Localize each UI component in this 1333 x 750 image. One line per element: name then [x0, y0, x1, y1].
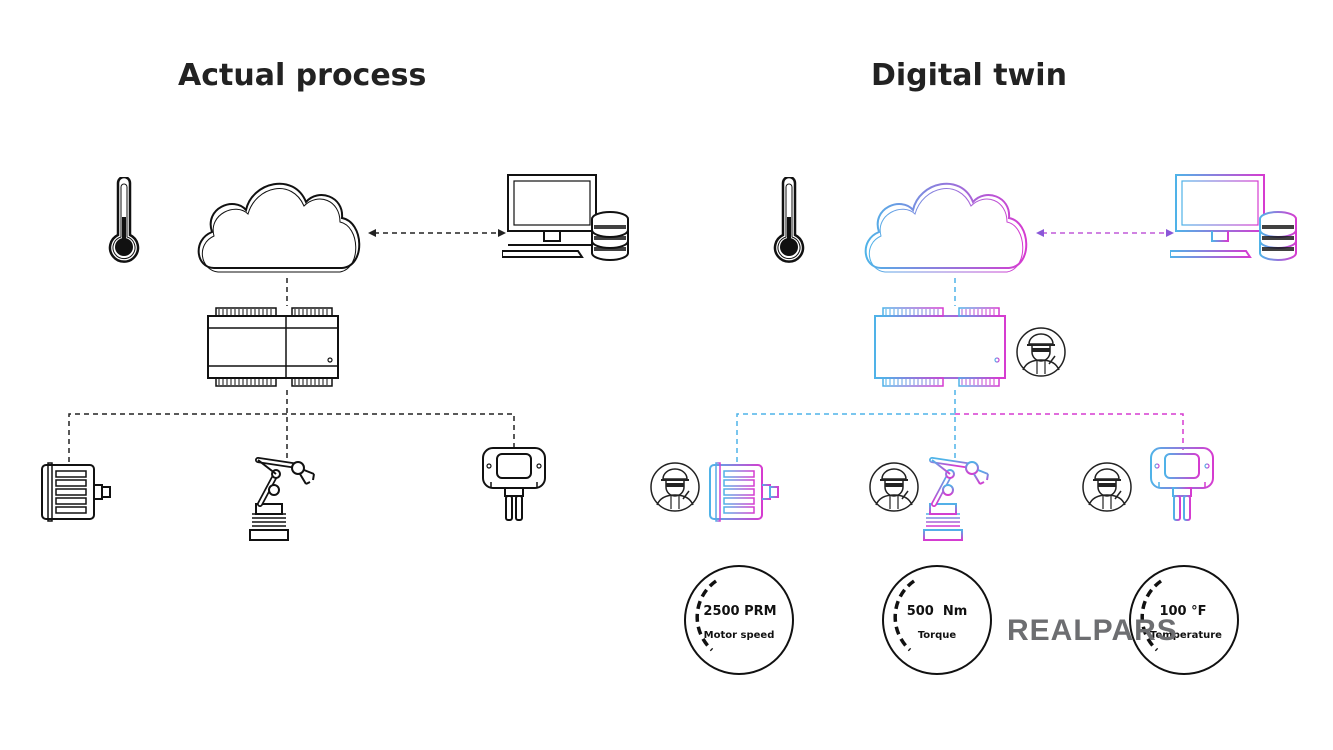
twin-cloud-icon — [864, 182, 1028, 273]
worker-icon — [1016, 327, 1066, 377]
fieldbus-connection — [68, 390, 515, 462]
worker-icon — [1082, 462, 1132, 512]
gauge-value: 2500 PRM — [703, 604, 776, 619]
twin-fieldbus-connection — [736, 390, 1184, 462]
twin-robot-arm-icon — [924, 460, 988, 540]
twin-plc-icon — [874, 307, 1006, 387]
twin-cloud-computer-connection — [1036, 229, 1174, 237]
cloud-computer-connection — [368, 229, 506, 237]
computer-icon — [502, 174, 629, 261]
gauge-label: Motor speed — [704, 630, 775, 641]
actual-process-diagram — [41, 174, 629, 540]
motor-icon — [41, 462, 111, 522]
actual-process-title: Actual process — [178, 58, 427, 93]
plc-icon — [207, 307, 339, 387]
twin-computer-icon — [1170, 174, 1297, 261]
worker-icon — [869, 462, 919, 512]
gauge-label: Torque — [918, 630, 957, 641]
gauge-temperature: 100 °F Temperature — [1129, 565, 1239, 675]
realpars-logo: REALPARS — [1007, 614, 1178, 647]
gauge-label: Temperature — [1150, 630, 1222, 641]
twin-motor-icon — [709, 462, 779, 522]
gauge-motor-speed: 2500 PRM Motor speed — [684, 565, 794, 675]
gauge-torque: 500 Nm Torque — [882, 565, 992, 675]
digital-twin-title: Digital twin — [871, 58, 1067, 93]
digital-twin-diagram: 2500 PRM Motor speed 500 Nm Torque 100 °… — [650, 174, 1297, 675]
gauge-value: 500 Nm — [907, 604, 968, 619]
sensor-icon — [482, 447, 546, 521]
worker-icon — [650, 462, 700, 512]
twin-sensor-icon — [1150, 447, 1214, 521]
cloud-icon — [197, 182, 361, 273]
robot-arm-icon — [250, 460, 314, 540]
twin-thermometer-icon — [773, 177, 805, 263]
gauge-value: 100 °F — [1159, 604, 1206, 619]
thermometer-icon — [108, 177, 140, 263]
